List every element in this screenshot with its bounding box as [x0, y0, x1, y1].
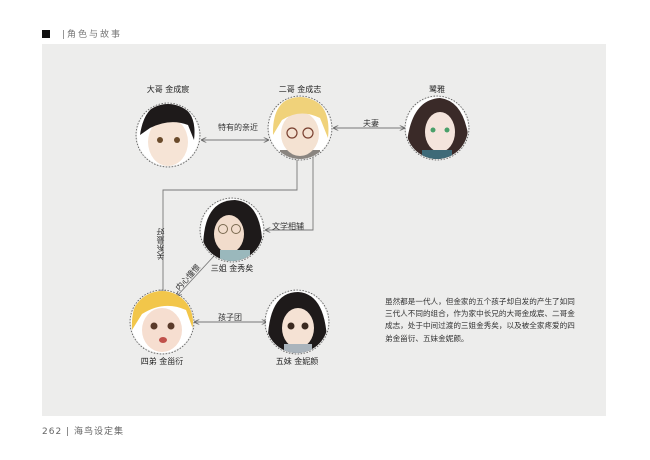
relation-label: 孩子团 [218, 313, 242, 322]
character-name-second: 二哥 金成志 [278, 85, 322, 94]
portrait-luya [406, 97, 468, 159]
book-title: | 海鸟设定集 [66, 427, 124, 437]
description-paragraph: 虽然都是一代人，但金家的五个孩子却自发的产生了如同三代人不同的组合，作为家中长兄… [385, 297, 575, 343]
portrait-fifth [266, 291, 328, 353]
portrait-third [201, 199, 263, 261]
page-footer: 262 | 海鸟设定集 [42, 424, 124, 437]
relation-label: 关系最好 [156, 228, 165, 260]
character-name-fifth: 五妹 金妮颜 [275, 357, 319, 366]
diagram-panel [42, 44, 606, 416]
relation-label: 文学相辅 [272, 222, 304, 231]
edge-second-third [266, 158, 314, 230]
page-number: 262 [42, 427, 63, 437]
character-name-luya: 鹭雅 [429, 85, 445, 94]
header-square-icon [42, 29, 50, 38]
character-name-eldest: 大哥 金成宸 [146, 85, 190, 94]
portrait-second [269, 97, 331, 159]
character-name-third: 三姐 金秀矣 [210, 264, 254, 273]
section-title: |角色与故事 [62, 30, 123, 40]
edge-second-fourth [163, 160, 298, 294]
character-name-fourth: 四弟 金甾衍 [140, 357, 184, 366]
relation-label: 特有的亲近 [218, 123, 258, 132]
portrait-eldest [137, 104, 199, 166]
portrait-fourth [131, 291, 193, 353]
relation-label: 夫妻 [363, 119, 379, 128]
page-header: |角色与故事 [42, 27, 122, 40]
edge-third-fourth [177, 255, 215, 296]
